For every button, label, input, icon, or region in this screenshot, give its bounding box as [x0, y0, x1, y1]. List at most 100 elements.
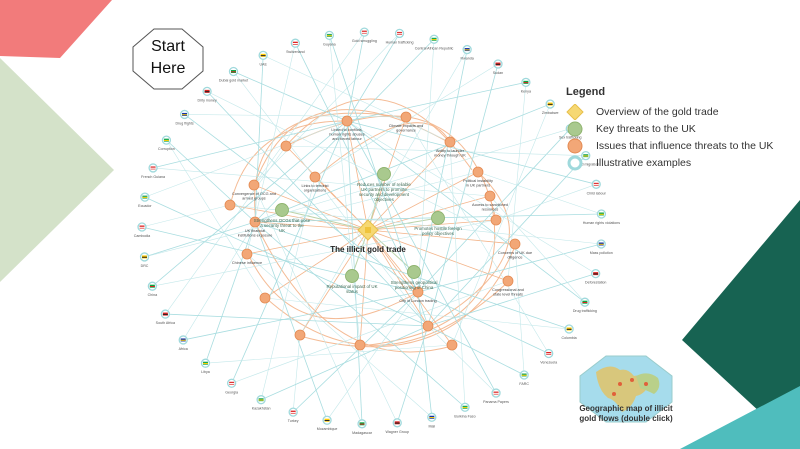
threat-label: status [346, 289, 359, 294]
example-node-colombia[interactable]: Colombia [562, 324, 577, 340]
example-node-guyana[interactable]: Guyana [323, 30, 336, 46]
issue-node-city-of-london-trading[interactable]: City of London trading [399, 286, 437, 303]
issue-node-circle [309, 171, 321, 183]
example-node-forced-migration[interactable]: Forced migration [572, 151, 599, 167]
issue-node-circle [412, 286, 424, 298]
issue-node-circle [509, 238, 521, 250]
example-node-mali[interactable]: Mali [427, 412, 437, 428]
issue-node-circle[interactable] [354, 339, 366, 351]
flag-stripe [258, 399, 264, 401]
example-node-south-africa[interactable]: South Africa [156, 309, 175, 325]
example-node-drc[interactable]: DRC [139, 252, 150, 268]
example-node-sudan[interactable]: Sudan [493, 59, 503, 75]
example-node-dirty-money[interactable]: Dirty money [198, 86, 217, 102]
example-label: Wagner Group [386, 430, 409, 434]
issue-node-circle[interactable] [224, 199, 236, 211]
example-node-zimbabwe[interactable]: Zimbabwe [542, 99, 559, 115]
example-node-mozambique[interactable]: Mozambique [317, 415, 338, 431]
example-node-uae[interactable]: UAE [258, 50, 268, 66]
example-node-corruption[interactable]: Corruption [158, 135, 175, 151]
flag-stripe [397, 33, 403, 35]
example-node-cambodia[interactable]: Cambodia [134, 222, 150, 238]
example-node-panama-papers[interactable]: Panama Papers [483, 388, 509, 404]
issue-node-circle[interactable] [422, 320, 434, 332]
center-node-gold-trade[interactable]: The illicit gold trade [330, 219, 406, 254]
example-node-kazakhstan[interactable]: Kazakhstan [252, 395, 271, 411]
example-node-drug-flights[interactable]: Drug flights [175, 109, 194, 125]
example-node-mass-pollution[interactable]: Mass pollution [590, 239, 613, 255]
example-node-human-trafficking[interactable]: Human trafficking [386, 28, 414, 44]
example-link-edge [166, 139, 256, 223]
flag-stripe [180, 339, 186, 341]
example-label: Venezuela [540, 360, 557, 364]
flag-stripe [495, 63, 501, 65]
example-link-edge [183, 291, 419, 341]
example-link-edge [246, 253, 433, 418]
example-node-madagascar[interactable]: Madagascar [352, 419, 373, 435]
example-node-human-rights-violations[interactable]: Human rights violations [583, 209, 621, 225]
issue-node-circle[interactable] [490, 214, 502, 226]
example-node-africa[interactable]: Africa [178, 335, 188, 351]
issue-node-chinese-influence[interactable]: Chinese influence [232, 248, 262, 265]
example-label: Sex trafficking [559, 136, 582, 140]
example-node-libya[interactable]: Libya [200, 358, 211, 374]
example-link-edge [417, 128, 571, 293]
example-node-central-african-republic[interactable]: Central African Republic [415, 34, 454, 50]
example-link-edge [165, 145, 287, 315]
example-node-gold-smuggling[interactable]: Gold smuggling [352, 27, 377, 43]
example-node-kenya[interactable]: Kenya [521, 77, 531, 93]
edge [246, 229, 369, 255]
issue-node-circle[interactable] [259, 292, 271, 304]
flag-stripe [324, 420, 330, 422]
example-node-wagner-group[interactable]: Wagner Group [386, 418, 409, 434]
example-node-farc[interactable]: FARC [519, 370, 529, 386]
issue-node-circle [502, 275, 514, 287]
example-node-dubai-gold-market[interactable]: Dubai gold market [219, 66, 248, 83]
example-node-ecuador[interactable]: Ecuador [138, 192, 152, 208]
example-node-drug-trafficking[interactable]: Drug trafficking [573, 297, 597, 313]
example-node-venezuela[interactable]: Venezuela [540, 348, 557, 364]
issue-label: Ability to launder [436, 149, 465, 153]
edge [367, 141, 451, 231]
issue-node-circle [472, 166, 484, 178]
edge [367, 229, 516, 245]
center-title: The illicit gold trade [330, 245, 406, 254]
flag-stripe [162, 313, 168, 315]
example-node-french-guiana[interactable]: French Guiana [141, 163, 165, 179]
example-node-turkey[interactable]: Turkey [288, 407, 299, 423]
example-node-deforestation[interactable]: Deforestation [585, 268, 606, 285]
issue-node-circle[interactable] [294, 329, 306, 341]
start-here-button[interactable]: Start Here [132, 28, 204, 90]
flag-stripe [292, 43, 298, 45]
flag-stripe [142, 256, 148, 258]
geographic-map-button[interactable] [576, 354, 676, 424]
example-node-china[interactable]: China [148, 281, 157, 297]
example-node-child-labour[interactable]: Child labour [587, 179, 607, 195]
flag-stripe [142, 196, 148, 198]
example-node-burkina-faso[interactable]: Burkina Faso [454, 402, 476, 418]
example-link-edge [263, 55, 451, 143]
example-node-rwanda[interactable]: Rwanda [461, 44, 474, 61]
example-node-switzerland[interactable]: Switzerland [286, 38, 305, 54]
example-link-edge [253, 31, 365, 186]
legend-item-threats: Key threats to the UK [566, 120, 786, 137]
example-node-georgia[interactable]: Georgia [225, 378, 238, 394]
issue-node-circle[interactable] [280, 140, 292, 152]
issue-node-linked-to-conflicts-human-rights-abuses-and-forced-labour[interactable]: Linked to conflicts,human rights abusesa… [329, 115, 365, 141]
circle-icon [567, 121, 583, 136]
issue-node-circle[interactable] [446, 339, 458, 351]
